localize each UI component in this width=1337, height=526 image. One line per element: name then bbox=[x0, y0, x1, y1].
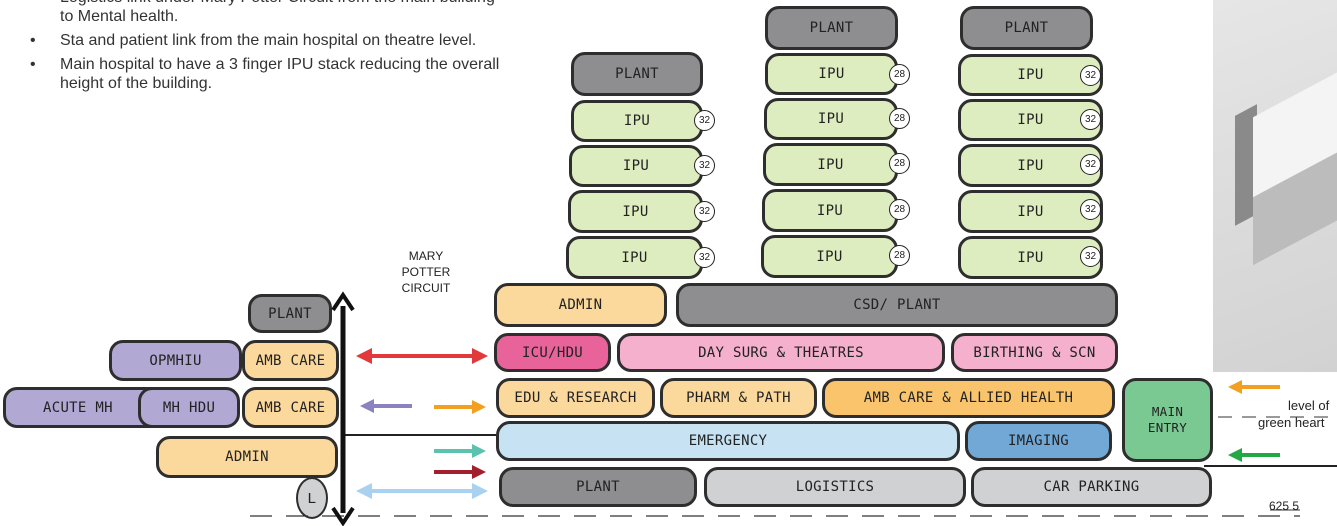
ipu-label: IPU bbox=[1017, 112, 1044, 128]
pharm-path: PHARM & PATH bbox=[660, 378, 817, 418]
ipu-label: IPU bbox=[816, 248, 843, 265]
bed-count-badge: 32 bbox=[694, 201, 715, 222]
light-blue-link-arrow bbox=[356, 483, 488, 499]
ipu-label: IPU bbox=[1017, 157, 1044, 174]
ipu-label: IPU bbox=[817, 111, 845, 127]
notes-list: Logistics link under Mary Potter Circuit… bbox=[30, 0, 510, 98]
level-of-label: level of bbox=[1288, 398, 1330, 413]
main-entry-green-arrow bbox=[1228, 448, 1280, 462]
podium-admin: ADMIN bbox=[494, 283, 667, 327]
vertical-road-arrow bbox=[331, 291, 355, 526]
ipu-label: IPU bbox=[1017, 203, 1044, 220]
note-item: Logistics link under Mary Potter Circuit… bbox=[30, 0, 510, 26]
purple-arrow bbox=[360, 399, 412, 413]
mh-amb-care-lower: AMB CARE bbox=[242, 387, 339, 428]
tower3-ipu: IPU bbox=[958, 99, 1103, 141]
main-entry-line: MAIN bbox=[1151, 404, 1184, 419]
ipu-label: IPU bbox=[623, 113, 651, 129]
tower3-ipu: IPU bbox=[958, 54, 1103, 96]
tower3-ipu: IPU bbox=[958, 236, 1103, 279]
tower3-plant: PLANT bbox=[960, 6, 1093, 50]
edu-research: EDU & RESEARCH bbox=[496, 378, 655, 418]
tower2-ipu: IPU bbox=[762, 189, 898, 232]
orange-arrow bbox=[434, 400, 486, 414]
bed-count-badge: 28 bbox=[889, 64, 910, 85]
dark-red-arrow bbox=[434, 465, 486, 479]
bed-count-badge: 28 bbox=[889, 153, 910, 174]
icu-hdu: ICU/HDU bbox=[494, 333, 611, 372]
bed-count-badge: 32 bbox=[1080, 199, 1101, 220]
tower1-ipu: IPU bbox=[566, 236, 703, 279]
opmhiu: OPMHIU bbox=[109, 340, 242, 381]
bed-count-badge: 32 bbox=[1080, 246, 1101, 267]
ipu-label: IPU bbox=[816, 202, 844, 219]
road-label-line: POTTER bbox=[401, 265, 451, 279]
emergency: EMERGENCY bbox=[496, 421, 960, 461]
csd-plant: CSD/ PLANT bbox=[676, 283, 1118, 327]
tower2-ipu: IPU bbox=[765, 53, 898, 95]
bed-count-badge: 28 bbox=[889, 108, 910, 129]
tower1-ipu: IPU bbox=[571, 100, 703, 142]
tower1-ipu: IPU bbox=[569, 145, 703, 187]
note-item: Main hospital to have a 3 finger IPU sta… bbox=[30, 55, 510, 93]
mh-plant: PLANT bbox=[248, 294, 332, 333]
ipu-label: IPU bbox=[818, 66, 845, 82]
tower1-plant: PLANT bbox=[571, 52, 703, 96]
massing-model-image bbox=[1213, 0, 1337, 372]
main-entry-line: ENTRY bbox=[1147, 420, 1188, 435]
road-label: MARY POTTER CIRCUIT bbox=[396, 248, 456, 296]
road-label-line: CIRCUIT bbox=[401, 281, 451, 295]
day-surg-theatres: DAY SURG & THEATRES bbox=[617, 333, 945, 372]
tower2-ipu: IPU bbox=[761, 235, 898, 278]
note-item: Sta and patient link from the main hospi… bbox=[30, 31, 510, 50]
tower2-ipu: IPU bbox=[764, 98, 898, 140]
amb-care-allied-health: AMB CARE & ALLIED HEALTH bbox=[822, 378, 1115, 418]
podium-plant: PLANT bbox=[499, 467, 697, 507]
red-link-arrow bbox=[356, 348, 488, 364]
logistics: LOGISTICS bbox=[704, 467, 966, 507]
tower2-ipu: IPU bbox=[763, 143, 898, 186]
ipu-label: IPU bbox=[622, 203, 649, 220]
bed-count-badge: 32 bbox=[694, 110, 715, 131]
bed-count-badge: 32 bbox=[694, 247, 715, 268]
tower2-plant: PLANT bbox=[765, 6, 898, 50]
teal-arrow bbox=[434, 444, 486, 458]
bed-count-badge: 28 bbox=[889, 245, 910, 266]
mh-amb-care-upper: AMB CARE bbox=[242, 340, 339, 381]
mh-admin: ADMIN bbox=[156, 436, 338, 478]
main-entry: MAIN ENTRY bbox=[1122, 378, 1213, 462]
bed-count-badge: 28 bbox=[889, 199, 910, 220]
bed-count-badge: 32 bbox=[1080, 154, 1101, 175]
ipu-label: IPU bbox=[621, 249, 648, 266]
birthing-scn: BIRTHING & SCN bbox=[951, 333, 1118, 372]
mh-hdu: MH HDU bbox=[138, 387, 240, 428]
bed-count-badge: 32 bbox=[694, 155, 715, 176]
ipu-label: IPU bbox=[622, 158, 650, 174]
ipu-label: IPU bbox=[1017, 249, 1044, 266]
road-label-line: MARY bbox=[408, 249, 444, 263]
imaging: IMAGING bbox=[965, 421, 1112, 461]
car-parking: CAR PARKING bbox=[971, 467, 1212, 507]
bed-count-badge: 32 bbox=[1080, 109, 1101, 130]
tower3-ipu: IPU bbox=[958, 144, 1103, 187]
ipu-label: IPU bbox=[817, 156, 844, 173]
main-entry-orange-arrow bbox=[1228, 380, 1280, 394]
lift-core: L bbox=[296, 477, 328, 519]
bed-count-badge: 32 bbox=[1080, 65, 1101, 86]
tower3-ipu: IPU bbox=[958, 190, 1103, 233]
green-heart-label: green heart bbox=[1258, 415, 1325, 430]
ipu-label: IPU bbox=[1017, 67, 1044, 83]
tower1-ipu: IPU bbox=[568, 190, 703, 233]
